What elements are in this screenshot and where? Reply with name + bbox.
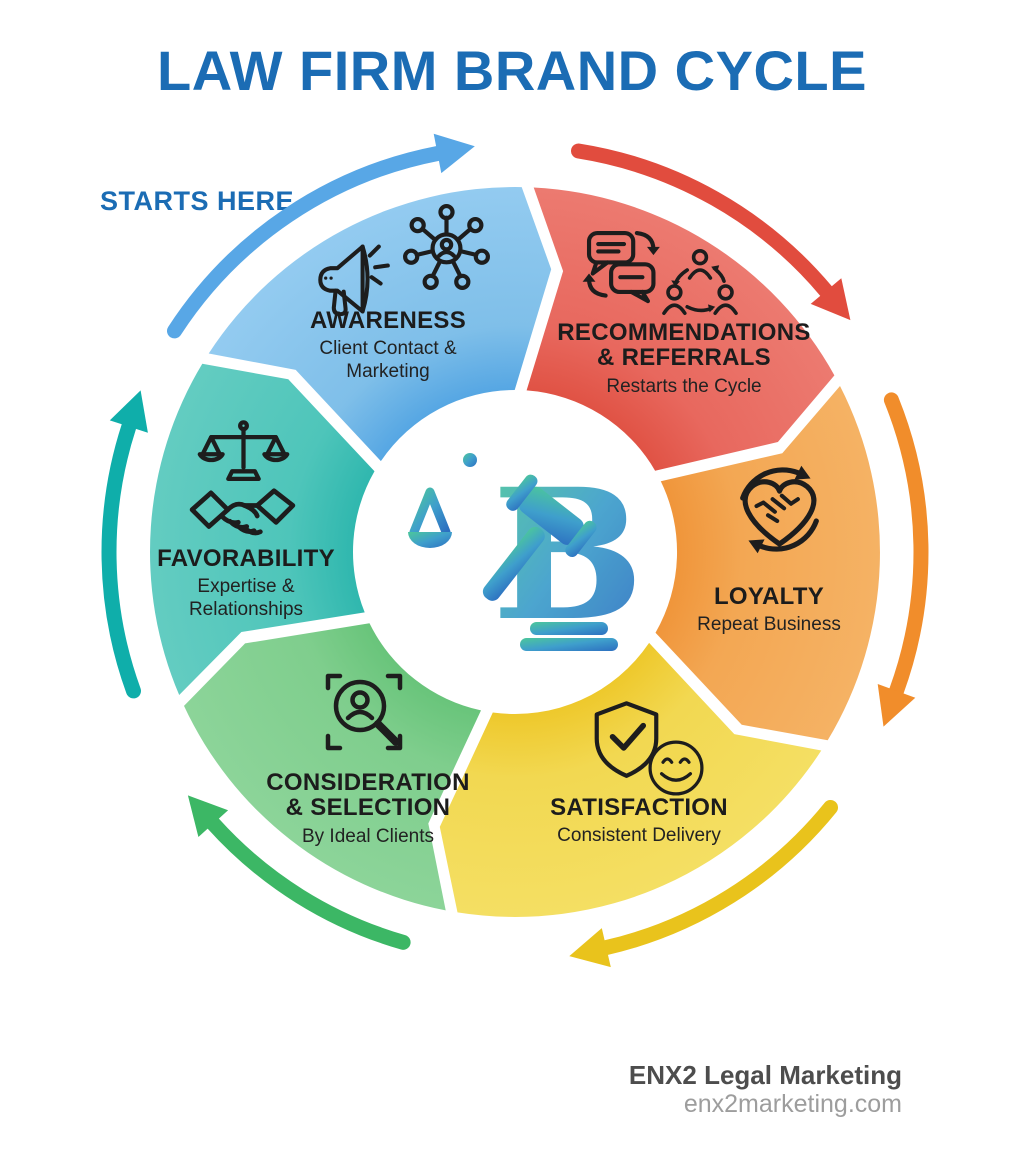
shield-check-icon: [594, 701, 659, 778]
logo-gavel-base: [520, 638, 618, 651]
segment-subtitle: By Ideal Clients: [301, 825, 434, 847]
page-title: LAW FIRM BRAND CYCLE: [157, 39, 867, 102]
satisfaction-label-group: SATISFACTION Consistent Delivery: [550, 795, 728, 848]
loyalty-flow-arrow: [877, 392, 929, 727]
segment-subtitle: Restarts the Cycle: [606, 375, 762, 397]
segment-title: RECOMMENDATIONS & REFERRALS: [557, 319, 811, 372]
arrowhead-icon: [433, 133, 475, 174]
segment-title: LOYALTY: [713, 583, 825, 610]
arrowhead-icon: [810, 278, 851, 321]
satisfaction-flow-arrow: [569, 800, 838, 968]
awareness-flow-arrow: [167, 133, 475, 339]
consideration-flow-arrow: [187, 795, 411, 950]
arrowhead-icon: [877, 684, 916, 727]
starts-here-label: STARTS HERE: [100, 186, 295, 216]
segment-subtitle: Expertise & Relationships: [188, 576, 304, 620]
segment-title: CONSIDERATION & SELECTION: [266, 769, 470, 822]
law-brand-logo: B: [408, 450, 644, 661]
arrowhead-icon: [569, 928, 611, 968]
network-icon: [403, 203, 490, 290]
arrowhead-icon: [187, 795, 229, 837]
megaphone-icon: [318, 244, 390, 317]
handshake-icon: [189, 488, 296, 536]
logo-scales-icon: [408, 453, 521, 617]
loyalty-label-group: LOYALTY Repeat Business: [697, 584, 841, 637]
segment-awareness: [208, 187, 552, 462]
logo-gavel-icon: [482, 474, 597, 601]
scales-icon: [197, 420, 290, 482]
arrowhead-icon: [109, 390, 148, 433]
segment-recommendations-referrals: [526, 187, 835, 471]
segment-title: AWARENESS: [309, 307, 467, 334]
awareness-label-group: AWARENESS Client Contact & Marketing: [310, 308, 466, 383]
segment-title: FAVORABILITY: [157, 545, 335, 572]
magnifier-person-icon: [325, 673, 403, 751]
favorability-label-group: FAVORABILITY Expertise & Relationships: [157, 546, 335, 621]
segment-subtitle: Repeat Business: [697, 614, 841, 636]
chat-bubbles-icon: [582, 230, 660, 304]
footer-website: enx2marketing.com: [683, 1090, 902, 1119]
cycle-flow-arrows: [101, 133, 929, 968]
segment-consideration-selection: [184, 623, 481, 911]
logo-gavel-base: [530, 622, 608, 635]
heart-handshake-cycle-icon: [740, 465, 819, 554]
segment-title: SATISFACTION: [550, 794, 728, 821]
people-cycle-icon: [662, 249, 738, 316]
recommendations-label-group: RECOMMENDATIONS & REFERRALS Restarts the…: [557, 320, 810, 398]
footer-brand: ENX2 Legal Marketing: [628, 1060, 902, 1090]
recommendations-flow-arrow: [571, 143, 851, 321]
segment-satisfaction: [439, 642, 822, 917]
favorability-flow-arrow: [101, 390, 148, 699]
footer: ENX2 Legal Marketing enx2marketing.com: [629, 1060, 902, 1119]
smiley-icon: [648, 740, 704, 796]
segment-loyalty: [655, 386, 880, 741]
segment-subtitle: Consistent Delivery: [557, 825, 721, 847]
consideration-label-group: CONSIDERATION & SELECTION By Ideal Clien…: [266, 770, 469, 848]
segment-subtitle: Client Contact & Marketing: [319, 338, 457, 382]
